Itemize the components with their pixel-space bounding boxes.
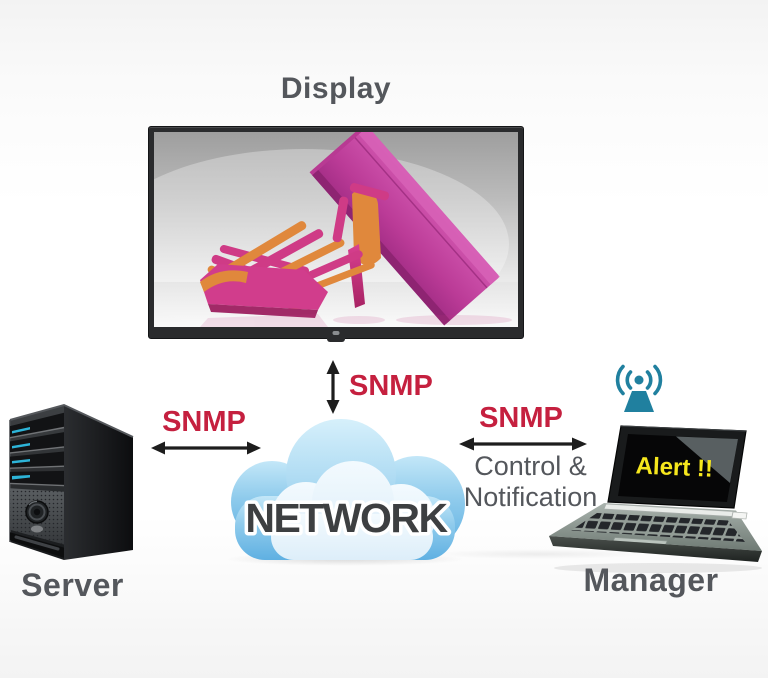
server-drive-bays <box>9 412 65 487</box>
snmp-label-server: SNMP <box>162 406 246 438</box>
server-label: Server <box>21 567 124 603</box>
laptop-front-edge <box>549 536 762 562</box>
snmp-label-manager: SNMP <box>479 402 563 434</box>
cloud-shape <box>231 419 465 560</box>
notification-line: Notification <box>463 482 598 512</box>
screen-reflection <box>676 436 738 483</box>
network-label: NETWORK <box>245 495 448 541</box>
control-line: Control & <box>474 451 587 481</box>
high-heel-shoe-art <box>200 183 390 318</box>
lg-logo <box>332 331 340 335</box>
display-label: Display <box>280 72 392 105</box>
network-cloud: NETWORK <box>231 419 465 560</box>
display-screen-image <box>154 132 518 327</box>
manager-laptop-art: Alert !! <box>549 425 762 573</box>
server-mesh-panel <box>10 488 64 545</box>
server-tower-art <box>9 403 134 560</box>
laptop-keyboard <box>571 513 745 542</box>
snmp-arrow-display-network-icon <box>326 360 340 414</box>
snmp-arrow-server-network-icon <box>151 441 261 455</box>
snmp-label-display: SNMP <box>349 370 433 402</box>
tv-bezel-bump <box>327 337 345 342</box>
control-notification-label: Control & Notification <box>438 451 623 513</box>
laptop-base <box>549 503 762 562</box>
laptop-hinge-cap <box>731 511 748 520</box>
snmp-arrow-manager-network-icon <box>459 437 587 451</box>
wifi-antenna-icon <box>615 364 663 412</box>
floor-shadow <box>430 549 650 559</box>
display-monitor <box>148 126 524 342</box>
manager-label: Manager <box>583 562 719 598</box>
alert-text: Alert !! <box>635 452 713 482</box>
screen-floor-reflection <box>200 314 512 327</box>
laptop-screen: Alert !! <box>607 425 747 509</box>
laptop-shadow <box>554 563 762 573</box>
